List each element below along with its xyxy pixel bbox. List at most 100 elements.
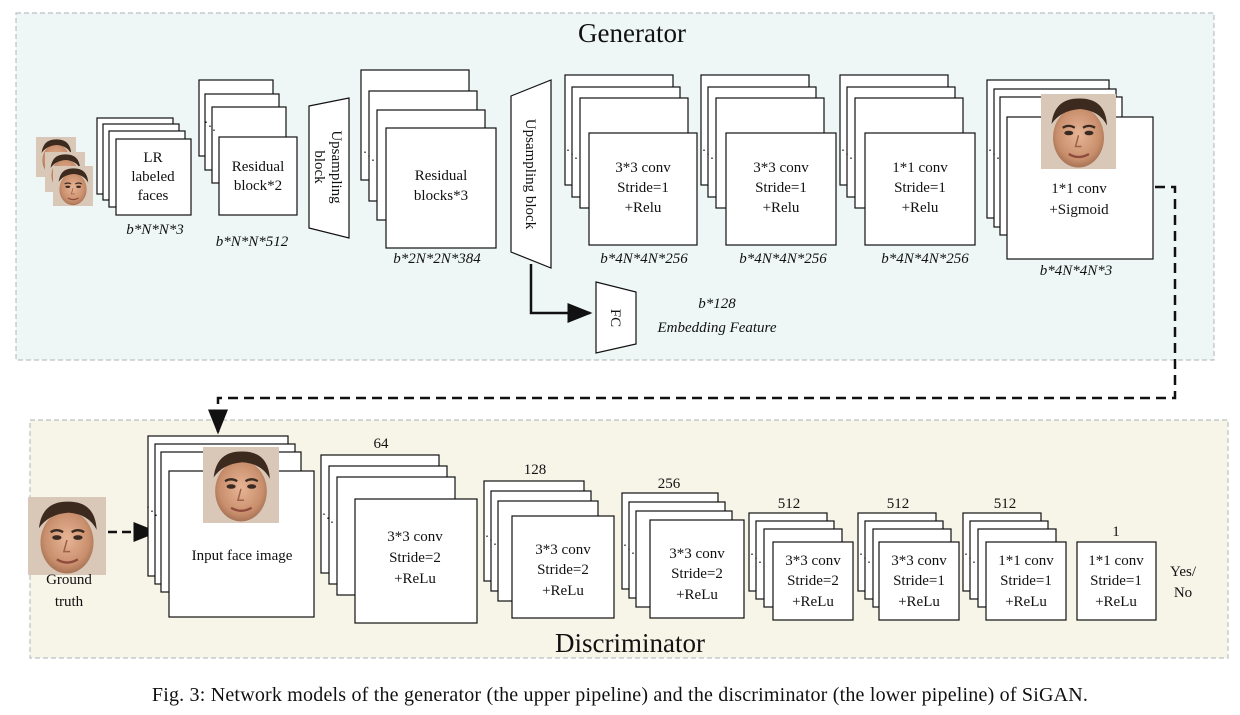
gen-conv-1-label-1: 3*3 conv	[615, 160, 671, 176]
residual-blocks-3-label-1: Residual	[415, 168, 468, 184]
disc-layer-3-channels: 256	[658, 476, 681, 492]
ground-truth-label-1: Ground	[46, 572, 92, 588]
residual-block-2-label-2: block*2	[234, 178, 282, 194]
disc-layer-7-label-3: +ReLu	[1095, 594, 1137, 610]
gen-conv-2-stack: ⋱ 3*3 conv Stride=1 +Relu	[700, 74, 837, 246]
gen-conv-1-label-3: +Relu	[625, 200, 662, 216]
upsampling-1-label-2: block	[311, 150, 327, 184]
residual-block-2-stack: ⋱ Residual block*2	[198, 79, 298, 216]
ground-truth-face	[26, 495, 108, 577]
generator-to-discriminator-connector	[208, 185, 1177, 435]
disc-layer-2-label-3: +ReLu	[542, 583, 584, 599]
lr-faces-label-1: LR	[143, 150, 162, 166]
disc-layer-3-stack: ⋱ 256 3*3 conv Stride=2 +ReLu	[621, 476, 745, 619]
disc-output-label-2: No	[1174, 585, 1192, 601]
fc-feature-label: Embedding Feature	[657, 320, 777, 336]
disc-layer-5-channels: 512	[887, 496, 910, 512]
residual-block-2-label-1: Residual	[232, 159, 285, 175]
disc-input-stack: ⋱ Input face image	[146, 435, 315, 618]
gen-conv-1-stack: ⋱ 3*3 conv Stride=1 +Relu	[564, 74, 698, 246]
upsampling-block-2: Upsampling block	[510, 79, 552, 269]
generator-title: Generator	[578, 18, 686, 48]
gen-conv-2-label-2: Stride=1	[755, 180, 807, 196]
disc-input-label: Input face image	[192, 548, 293, 564]
upsampling-2-label: Upsampling block	[522, 119, 538, 230]
disc-layer-5-label-2: Stride=1	[893, 573, 945, 589]
disc-layer-4-label-3: +ReLu	[792, 594, 834, 610]
gen-conv-3-dim: b*4N*4N*256	[881, 251, 969, 267]
disc-layer-1-label-3: +ReLu	[394, 571, 436, 587]
disc-layer-4-label-2: Stride=2	[787, 573, 839, 589]
fc-arrow	[529, 264, 593, 323]
disc-layer-4-label-1: 3*3 conv	[785, 553, 841, 569]
gen-conv-2-label-3: +Relu	[763, 200, 800, 216]
disc-layer-3-label-1: 3*3 conv	[669, 546, 725, 562]
generated-face-image	[1039, 92, 1118, 171]
fc-label: FC	[607, 309, 623, 327]
gen-conv-1-dim: b*4N*4N*256	[600, 251, 688, 267]
ellipsis-dots-11: ⋱	[623, 542, 635, 556]
gen-conv-2-dim: b*4N*4N*256	[739, 251, 827, 267]
gen-output-label-1: 1*1 conv	[1051, 181, 1107, 197]
gen-conv-3-label-1: 1*1 conv	[892, 160, 948, 176]
ellipsis-dots-2: ⋱	[204, 119, 216, 133]
lr-faces-stack: LR labeled faces	[96, 117, 192, 216]
gen-conv-1-label-2: Stride=1	[617, 180, 669, 196]
disc-layer-5-label-1: 3*3 conv	[891, 553, 947, 569]
gen-output-label-2: +Sigmoid	[1049, 202, 1109, 218]
ellipsis-dots-10: ⋱	[485, 533, 497, 547]
ellipsis-dots-8: ⋱	[146, 504, 158, 518]
disc-layer-6-channels: 512	[994, 496, 1017, 512]
fc-block: FC	[595, 281, 637, 354]
ellipsis-dots-6: ⋱	[841, 147, 853, 161]
figure-caption: Fig. 3: Network models of the generator …	[151, 684, 1089, 706]
disc-layer-7-channels: 1	[1112, 524, 1120, 540]
disc-layer-6-label-1: 1*1 conv	[998, 553, 1054, 569]
ellipsis-dots-13: ⋱	[859, 551, 871, 565]
ground-truth-label-2: truth	[55, 594, 84, 610]
disc-layer-6-label-2: Stride=1	[1000, 573, 1052, 589]
ellipsis-dots-7: ⋱	[988, 147, 1000, 161]
gen-conv-3-label-3: +Relu	[902, 200, 939, 216]
gen-conv-3-label-2: Stride=1	[894, 180, 946, 196]
disc-layer-1-label-1: 3*3 conv	[387, 529, 443, 545]
disc-layer-5-label-3: +ReLu	[898, 594, 940, 610]
disc-layer-2-label-1: 3*3 conv	[535, 542, 591, 558]
ellipsis-dots-12: ⋱	[750, 551, 762, 565]
disc-layer-2-label-2: Stride=2	[537, 562, 589, 578]
disc-generated-face	[201, 445, 281, 525]
disc-layer-7-label-1: 1*1 conv	[1088, 553, 1144, 569]
upsampling-1-label-1: Upsampling	[328, 130, 344, 204]
disc-layer-6-stack: ⋱ 512 1*1 conv Stride=1 +ReLu	[962, 496, 1067, 621]
fc-dim: b*128	[698, 296, 736, 312]
lr-faces-label-3: faces	[138, 188, 169, 204]
disc-layer-4-stack: ⋱ 512 3*3 conv Stride=2 +ReLu	[748, 496, 854, 621]
disc-layer-4-channels: 512	[778, 496, 801, 512]
gen-conv-3-stack: ⋱ 1*1 conv Stride=1 +Relu	[839, 74, 976, 246]
gen-conv-2-label-1: 3*3 conv	[753, 160, 809, 176]
residual-block-2-dim: b*N*N*512	[216, 234, 289, 250]
disc-layer-1-channels: 64	[374, 436, 390, 452]
disc-layer-1-stack: ⋱ 64 3*3 conv Stride=2 +ReLu	[320, 436, 478, 624]
disc-output-label-1: Yes/	[1170, 564, 1197, 580]
disc-layer-1-label-2: Stride=2	[389, 550, 441, 566]
ellipsis-dots-9: ⋱	[322, 511, 334, 525]
disc-layer-7-block: 1 1*1 conv Stride=1 +ReLu	[1076, 524, 1157, 621]
disc-layer-6-label-3: +ReLu	[1005, 594, 1047, 610]
residual-blocks-3-stack: ⋱ Residual blocks*3	[360, 69, 497, 249]
disc-layer-2-channels: 128	[524, 462, 547, 478]
gen-output-stack: ⋱ 1*1 conv +Sigmoid	[986, 79, 1154, 260]
disc-layer-3-label-2: Stride=2	[671, 566, 723, 582]
lr-faces-dim: b*N*N*3	[126, 222, 184, 238]
ellipsis-dots-5: ⋱	[702, 147, 714, 161]
ellipsis-dots-3: ⋱	[363, 149, 375, 163]
lr-faces-label-2: labeled	[131, 169, 175, 185]
disc-layer-3-label-3: +ReLu	[676, 587, 718, 603]
ellipsis-dots-14: ⋱	[964, 551, 976, 565]
residual-blocks-3-dim: b*2N*2N*384	[393, 251, 481, 267]
ellipsis-dots-4: ⋱	[566, 147, 578, 161]
residual-blocks-3-label-2: blocks*3	[414, 188, 468, 204]
disc-layer-2-stack: ⋱ 128 3*3 conv Stride=2 +ReLu	[483, 462, 615, 619]
gen-output-dim: b*4N*4N*3	[1040, 263, 1113, 279]
